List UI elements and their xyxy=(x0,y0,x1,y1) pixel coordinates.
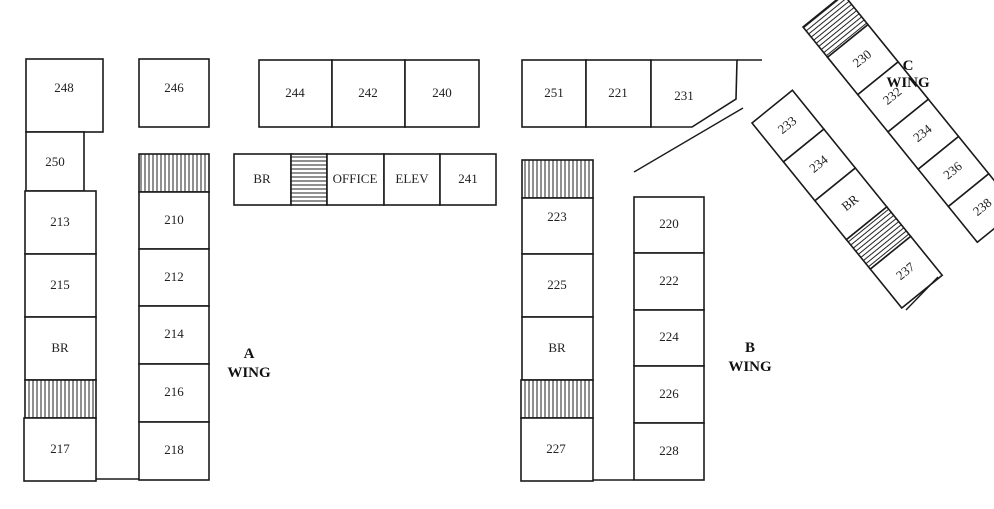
room-248[interactable] xyxy=(25,58,104,133)
room-label: BR xyxy=(253,171,271,186)
room-label: 228 xyxy=(659,443,679,458)
office[interactable] xyxy=(326,153,385,206)
stairwell xyxy=(521,159,594,199)
room-240[interactable] xyxy=(404,59,480,128)
center-block: 244 242 240 BR OFFICE ELEV 241 xyxy=(233,59,497,206)
bathroom[interactable] xyxy=(521,316,594,381)
room-227[interactable] xyxy=(520,417,594,482)
room-label: 244 xyxy=(285,85,305,100)
room-222[interactable] xyxy=(633,252,705,311)
room-label: 226 xyxy=(659,386,679,401)
room-241[interactable] xyxy=(439,153,497,206)
room-label: 218 xyxy=(164,442,184,457)
corridor-wall xyxy=(905,276,939,311)
room-label: 223 xyxy=(547,209,567,224)
room-label: 221 xyxy=(608,85,628,100)
room-237[interactable] xyxy=(869,235,944,310)
stairwell xyxy=(520,379,594,419)
room-label: 217 xyxy=(50,441,70,456)
room-label: 242 xyxy=(358,85,378,100)
room-label: 213 xyxy=(50,214,70,229)
room-label: 246 xyxy=(164,80,184,95)
stairwell xyxy=(24,379,97,419)
wing-letter: C xyxy=(903,58,914,74)
room-label: 210 xyxy=(164,212,184,227)
room-label: 241 xyxy=(458,171,478,186)
stairwell xyxy=(138,153,210,193)
room-label: 222 xyxy=(659,273,679,288)
room-213[interactable] xyxy=(24,190,97,255)
room-217[interactable] xyxy=(23,417,97,482)
room-212[interactable] xyxy=(138,248,210,307)
room-label: BR xyxy=(51,340,69,355)
wing-word: WING xyxy=(227,365,271,381)
room-246[interactable] xyxy=(138,58,210,128)
room-label: 216 xyxy=(164,384,184,399)
room-label: 214 xyxy=(164,326,184,341)
wing-letter: B xyxy=(745,340,755,356)
room-221[interactable] xyxy=(585,59,652,128)
wing-word: WING xyxy=(886,75,930,91)
room-label: 225 xyxy=(547,277,567,292)
room-218[interactable] xyxy=(138,421,210,481)
room-216[interactable] xyxy=(138,363,210,423)
room-223[interactable] xyxy=(521,197,594,255)
room-label: 240 xyxy=(432,85,452,100)
room-251[interactable] xyxy=(521,59,587,128)
room-label: BR xyxy=(548,340,566,355)
room-label: 215 xyxy=(50,277,70,292)
room-250[interactable] xyxy=(25,131,85,192)
elevator[interactable] xyxy=(383,153,441,206)
room-220[interactable] xyxy=(633,196,705,254)
wing-letter: A xyxy=(244,346,255,362)
room-228[interactable] xyxy=(633,422,705,481)
room-label: 227 xyxy=(546,441,566,456)
bathroom[interactable] xyxy=(24,316,97,381)
room-label: OFFICE xyxy=(333,171,378,186)
room-label: ELEV xyxy=(395,171,429,186)
corridor-wall xyxy=(633,107,744,173)
room-label: 248 xyxy=(54,80,74,95)
room-label: 251 xyxy=(544,85,564,100)
room-label: 224 xyxy=(659,329,679,344)
c-wing: 230 232 234 236 238 233 234 BR 237 C WIN… xyxy=(750,0,994,311)
room-238[interactable] xyxy=(947,172,994,244)
a-wing: 248 250 213 215 BR 217 246 210 212 214 2… xyxy=(23,58,271,482)
room-label: 212 xyxy=(164,269,184,284)
room-label: 250 xyxy=(45,154,65,169)
wing-word: WING xyxy=(728,359,772,375)
room-226[interactable] xyxy=(633,365,705,424)
bathroom[interactable] xyxy=(233,153,292,206)
room-231[interactable] xyxy=(650,59,738,128)
b-wing: 251 221 231 223 225 BR 227 220 222 224 2… xyxy=(520,59,772,482)
room-label: 231 xyxy=(674,88,694,103)
room-label: 220 xyxy=(659,216,679,231)
room-224[interactable] xyxy=(633,309,705,367)
room-242[interactable] xyxy=(331,59,406,128)
room-225[interactable] xyxy=(521,253,594,318)
stairwell xyxy=(290,153,328,206)
